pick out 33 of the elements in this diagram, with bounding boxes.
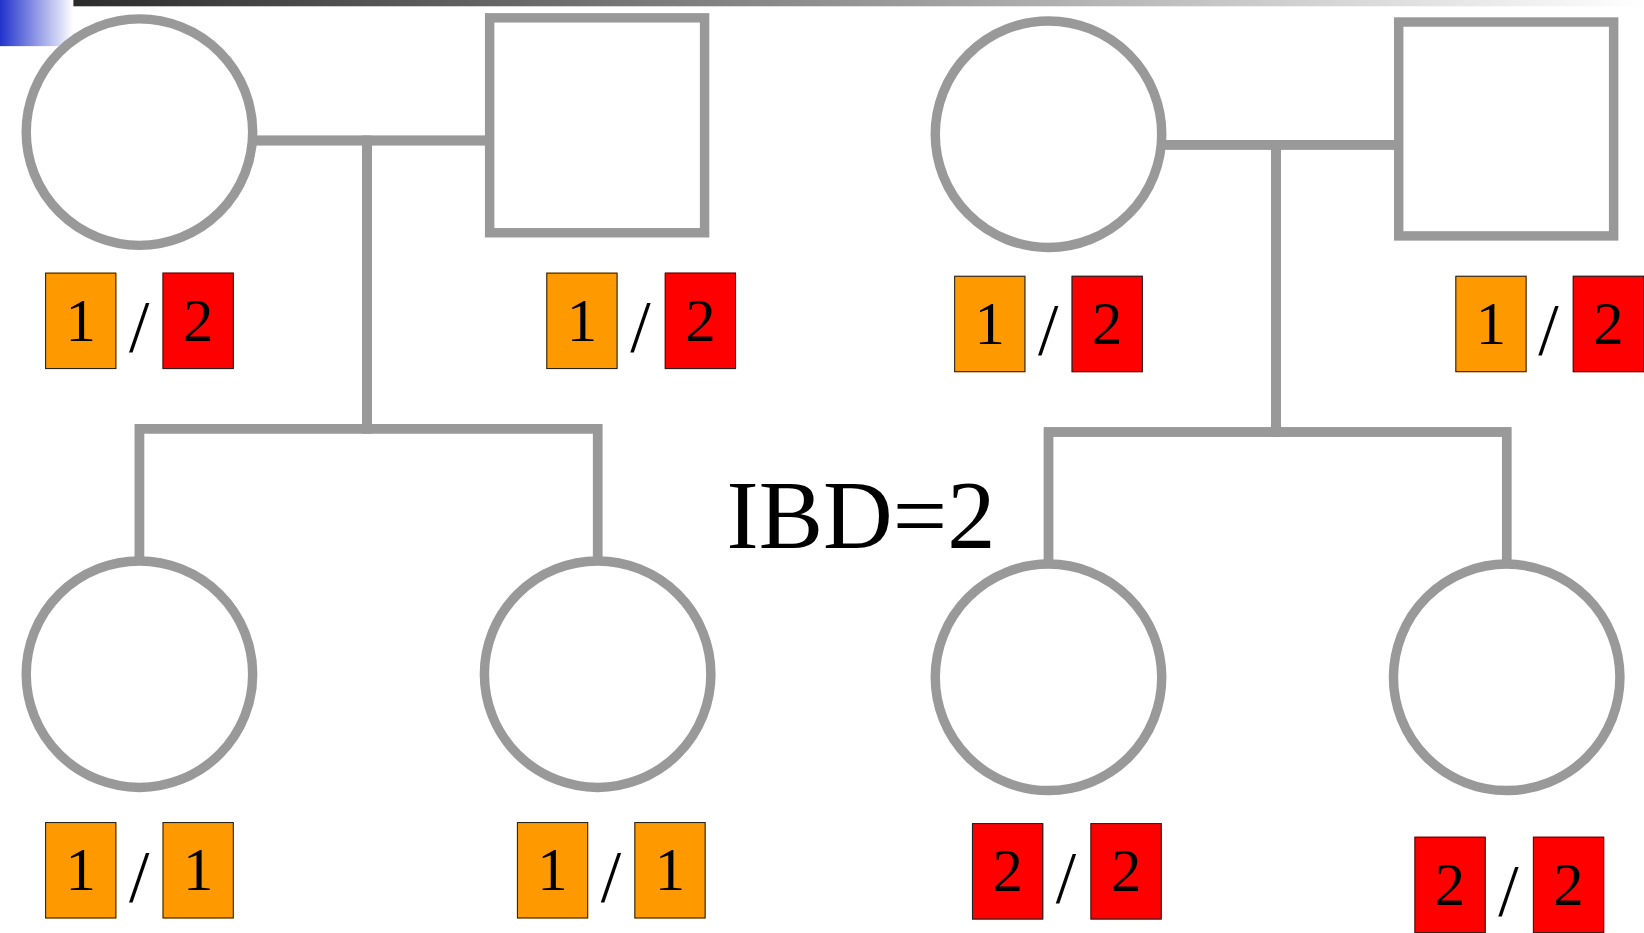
- allele-separator: /: [630, 291, 651, 365]
- allele-box: 2: [1090, 823, 1162, 920]
- allele-separator: /: [1055, 841, 1077, 916]
- allele-separator: /: [1498, 855, 1519, 929]
- allele-box: 2: [1414, 836, 1486, 933]
- allele-box: 2: [1532, 836, 1605, 933]
- allele-box: 2: [971, 823, 1044, 920]
- male-square: [484, 12, 710, 238]
- female-circle: [20, 555, 258, 793]
- female-circle: [20, 13, 258, 251]
- allele-box: 1: [1455, 275, 1527, 373]
- allele-box: 1: [634, 822, 706, 919]
- allele-separator: /: [128, 291, 150, 365]
- female-circle: [479, 555, 717, 793]
- allele-box: 2: [1572, 275, 1644, 373]
- allele-box: 2: [1071, 275, 1143, 373]
- allele-box: 2: [664, 272, 737, 370]
- allele-box: 1: [546, 272, 618, 370]
- male-square: [1393, 16, 1619, 242]
- female-circle: [1388, 558, 1626, 796]
- allele-box: 1: [45, 272, 117, 370]
- female-circle: [930, 558, 1167, 796]
- allele-box: 1: [162, 822, 234, 919]
- allele-box: 1: [954, 275, 1026, 373]
- allele-separator: /: [1538, 294, 1559, 368]
- allele-separator: /: [128, 840, 150, 915]
- female-circle: [930, 15, 1167, 253]
- allele-box: 1: [45, 822, 117, 919]
- allele-separator: /: [600, 840, 622, 915]
- allele-box: 2: [162, 272, 234, 370]
- allele-box: 1: [516, 822, 589, 919]
- allele-separator: /: [1038, 294, 1059, 368]
- ibd-label: IBD=2: [726, 467, 996, 565]
